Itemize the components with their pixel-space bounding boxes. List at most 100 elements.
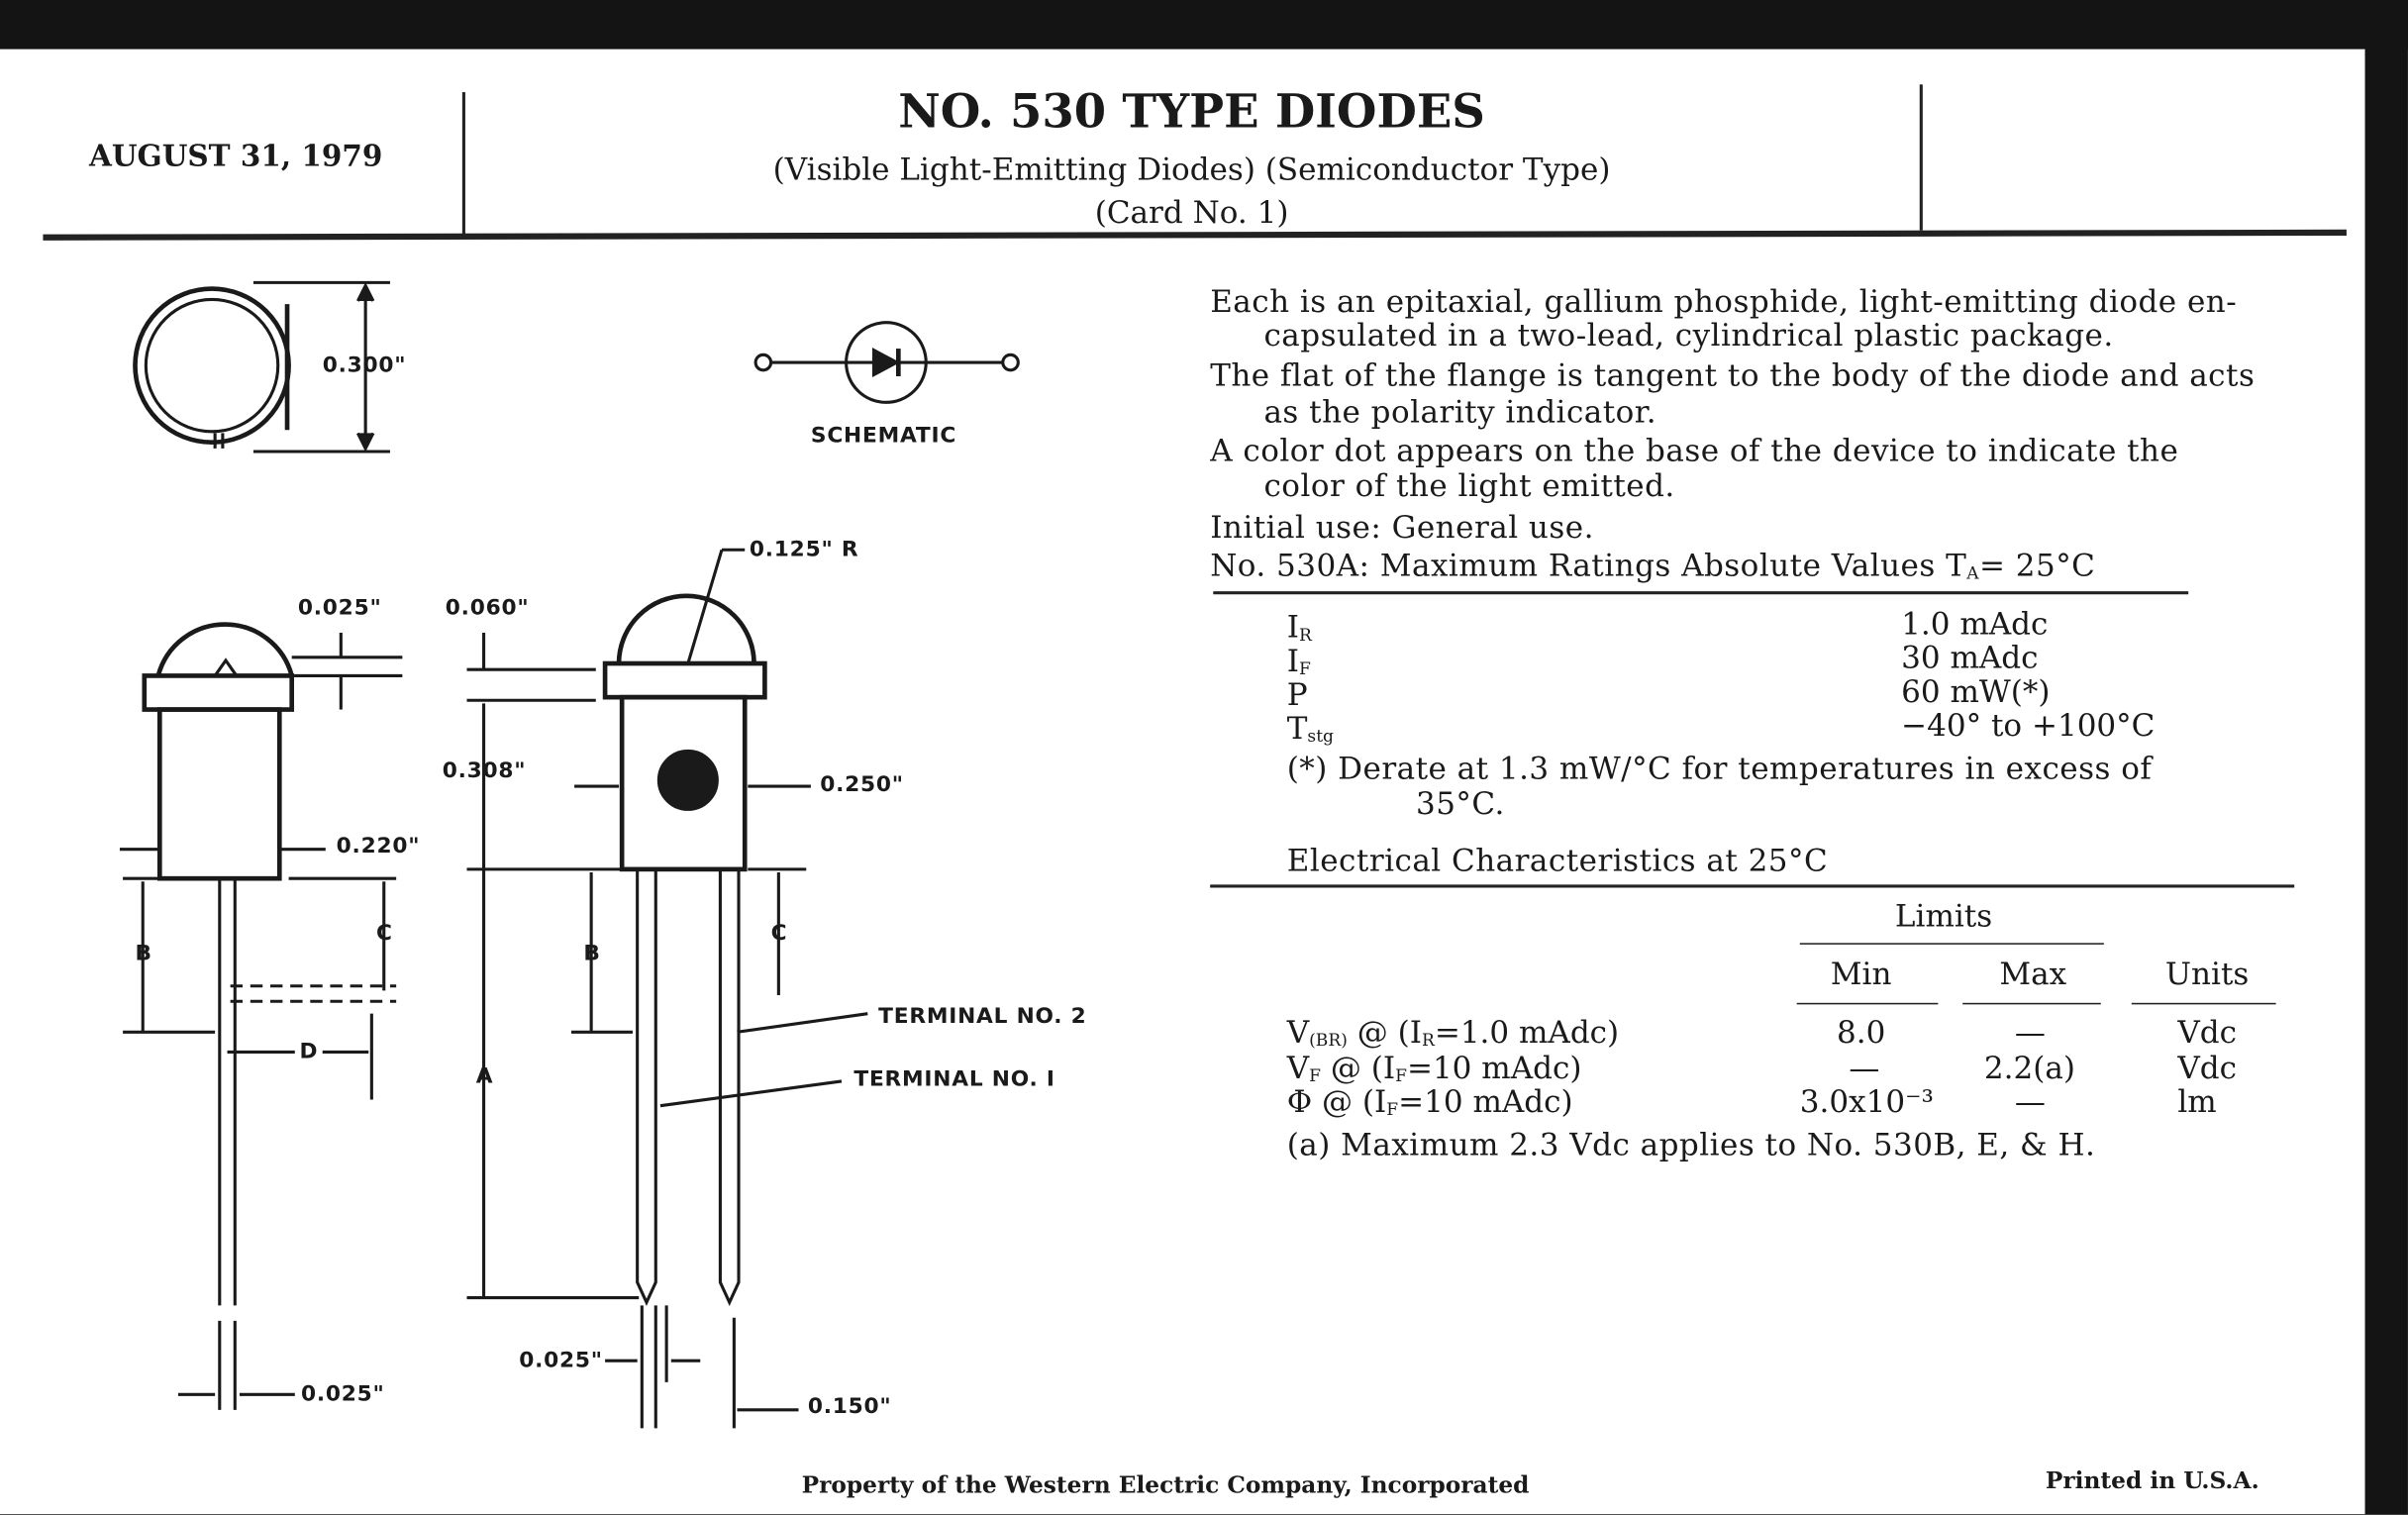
dim-label: B bbox=[135, 941, 152, 966]
ratings-title-end: = 25°C bbox=[1979, 547, 2096, 584]
cell-max: 2.2(a) bbox=[1983, 1049, 2075, 1086]
cell-unit: Vdc bbox=[2177, 1013, 2237, 1051]
param-cond: @ (I bbox=[1312, 1082, 1387, 1120]
param-csub: F bbox=[1395, 1065, 1407, 1086]
dim-label: C bbox=[375, 921, 393, 947]
ratings-title-sub: A bbox=[1966, 563, 1980, 584]
rating-symbol: IR bbox=[1287, 608, 1312, 645]
description-line: color of the light emitted. bbox=[1263, 466, 1675, 504]
min-rule bbox=[1796, 1002, 1939, 1005]
param-cond: @ (I bbox=[1347, 1013, 1422, 1051]
limits-rule bbox=[1799, 943, 2104, 945]
dim-label: 0.025" bbox=[519, 1348, 603, 1373]
dim-label: 0.060" bbox=[445, 595, 530, 621]
derate-note-cont: 35°C. bbox=[1416, 784, 1505, 822]
rating-value: 60 mW(*) bbox=[1901, 672, 2051, 710]
rating-value: 1.0 mAdc bbox=[1901, 605, 2049, 643]
dim-label: B bbox=[583, 941, 601, 966]
dim-label: C bbox=[770, 921, 788, 947]
max-header: Max bbox=[1999, 955, 2067, 992]
date: AUGUST 31, 1979 bbox=[88, 140, 383, 174]
dim-label: 0.025" bbox=[297, 595, 382, 621]
scan-border-right bbox=[2364, 0, 2408, 1515]
param-sym: Φ bbox=[1286, 1082, 1313, 1120]
footer-printed: Printed in U.S.A. bbox=[2045, 1466, 2259, 1495]
param-sub: F bbox=[1309, 1065, 1322, 1086]
scan-border-top bbox=[0, 0, 2408, 50]
param-sym: V bbox=[1286, 1049, 1310, 1086]
cell-max: — bbox=[2014, 1013, 2046, 1051]
dim-label: 0.150" bbox=[807, 1394, 892, 1420]
rating-sym: I bbox=[1286, 608, 1300, 646]
units-rule bbox=[2131, 1002, 2276, 1005]
rating-sub: F bbox=[1299, 658, 1311, 679]
rating-symbol: P bbox=[1287, 675, 1308, 712]
param-cend: =10 mAdc) bbox=[1406, 1049, 1582, 1086]
cell-min: 8.0 bbox=[1836, 1013, 1886, 1051]
dim-label: 0.308" bbox=[442, 758, 527, 784]
header-divider-right bbox=[1919, 84, 1923, 231]
description-line: A color dot appears on the base of the d… bbox=[1210, 431, 2179, 469]
param-cond: @ (I bbox=[1321, 1049, 1396, 1086]
table-row-param: V(BR) @ (IR=1.0 mAdc) bbox=[1287, 1014, 1619, 1051]
cell-min: 3.0x10⁻³ bbox=[1799, 1082, 1934, 1120]
dim-label: A bbox=[475, 1063, 494, 1089]
units-header: Units bbox=[2164, 955, 2250, 992]
rating-value: −40° to +100°C bbox=[1901, 706, 2156, 744]
top-view bbox=[133, 280, 390, 454]
schematic-symbol bbox=[753, 321, 1020, 404]
param-csub: F bbox=[1386, 1099, 1399, 1120]
schematic-label: SCHEMATIC bbox=[810, 424, 957, 449]
limits-header: Limits bbox=[1894, 896, 1993, 935]
description-line: Each is an epitaxial, gallium phosphide,… bbox=[1210, 282, 2238, 320]
rating-symbol: Tstg bbox=[1287, 710, 1334, 747]
terminal-1-label: TERMINAL NO. I bbox=[853, 1066, 1055, 1092]
table-row-param: Φ @ (IF=10 mAdc) bbox=[1287, 1082, 1573, 1119]
card-number: (Card No. 1) bbox=[1094, 193, 1289, 231]
rating-sym: T bbox=[1286, 709, 1308, 747]
electrical-title: Electrical Characteristics at 25°C bbox=[1286, 841, 1829, 879]
dim-label: 0.220" bbox=[336, 834, 421, 859]
param-sym: V bbox=[1286, 1013, 1310, 1051]
param-sub: (BR) bbox=[1309, 1030, 1348, 1051]
dim-label: 0.125" R bbox=[749, 537, 859, 562]
dim-label: 0.025" bbox=[300, 1381, 385, 1407]
param-csub: R bbox=[1421, 1030, 1435, 1051]
ratings-title: No. 530A: Maximum Ratings Absolute Value… bbox=[1210, 547, 2095, 583]
ratings-title-text: No. 530A: Maximum Ratings Absolute Value… bbox=[1210, 547, 1967, 584]
side-view-front bbox=[466, 548, 868, 1429]
cell-max: — bbox=[2014, 1082, 2046, 1120]
description-line: as the polarity indicator. bbox=[1263, 393, 1657, 431]
ratings-rule bbox=[1213, 591, 2189, 595]
rating-sub: R bbox=[1299, 625, 1312, 646]
header-divider-left bbox=[461, 92, 465, 239]
electrical-rule bbox=[1210, 884, 2295, 888]
table-note: (a) Maximum 2.3 Vdc applies to No. 530B,… bbox=[1286, 1125, 2096, 1163]
table-row-param: VF @ (IF=10 mAdc) bbox=[1287, 1049, 1582, 1085]
dim-label: 0.250" bbox=[820, 772, 904, 797]
max-rule bbox=[1962, 1002, 2101, 1005]
page-subtitle: (Visible Light-Emitting Diodes) (Semicon… bbox=[772, 150, 1611, 188]
description-line: The flat of the flange is tangent to the… bbox=[1210, 355, 2256, 394]
page-title: NO. 530 TYPE DIODES bbox=[898, 85, 1485, 141]
description-line: capsulated in a two-lead, cylindrical pl… bbox=[1263, 316, 2114, 354]
cell-unit: Vdc bbox=[2177, 1049, 2237, 1086]
terminal-2-label: TERMINAL NO. 2 bbox=[878, 1004, 1087, 1030]
cell-min: — bbox=[1849, 1049, 1880, 1086]
param-cend: =1.0 mAdc) bbox=[1434, 1013, 1620, 1051]
derate-note: (*) Derate at 1.3 mW/°C for temperatures… bbox=[1286, 749, 2153, 787]
rating-sym: I bbox=[1286, 642, 1300, 679]
rating-value: 30 mAdc bbox=[1901, 639, 2039, 676]
cell-unit: lm bbox=[2177, 1082, 2217, 1120]
rating-sub: stg bbox=[1307, 726, 1334, 747]
rating-symbol: IF bbox=[1287, 642, 1311, 678]
footer-property: Property of the Western Electric Company… bbox=[801, 1470, 1530, 1499]
side-view-flat bbox=[119, 622, 403, 1410]
dim-label: 0.300" bbox=[322, 353, 407, 378]
rating-sym: P bbox=[1286, 675, 1308, 713]
dim-label: D bbox=[299, 1040, 319, 1064]
outline-drawing bbox=[119, 280, 1020, 1429]
param-cend: =10 mAdc) bbox=[1398, 1082, 1573, 1120]
initial-use: Initial use: General use. bbox=[1210, 508, 1594, 546]
